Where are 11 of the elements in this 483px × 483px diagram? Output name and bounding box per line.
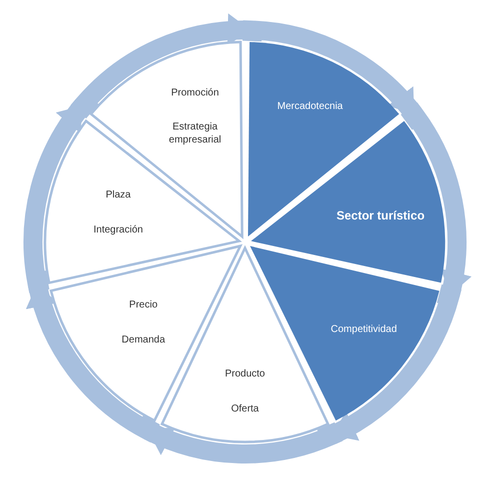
- segment-label: Plaza: [106, 190, 131, 202]
- segment-label: Mercadotecnia: [277, 100, 343, 114]
- segment-label: Oferta: [231, 403, 259, 416]
- segment-label: Estrategia empresarial: [168, 121, 222, 146]
- segment-label: Integración: [93, 224, 143, 237]
- segment-label: Precio: [129, 300, 158, 312]
- pie-segment: [44, 120, 240, 284]
- segment-label: Sector turístico: [336, 208, 425, 224]
- segment-label: Demanda: [122, 334, 166, 347]
- segment-label: Producto: [224, 368, 265, 381]
- segment-label: Competitividad: [330, 324, 397, 336]
